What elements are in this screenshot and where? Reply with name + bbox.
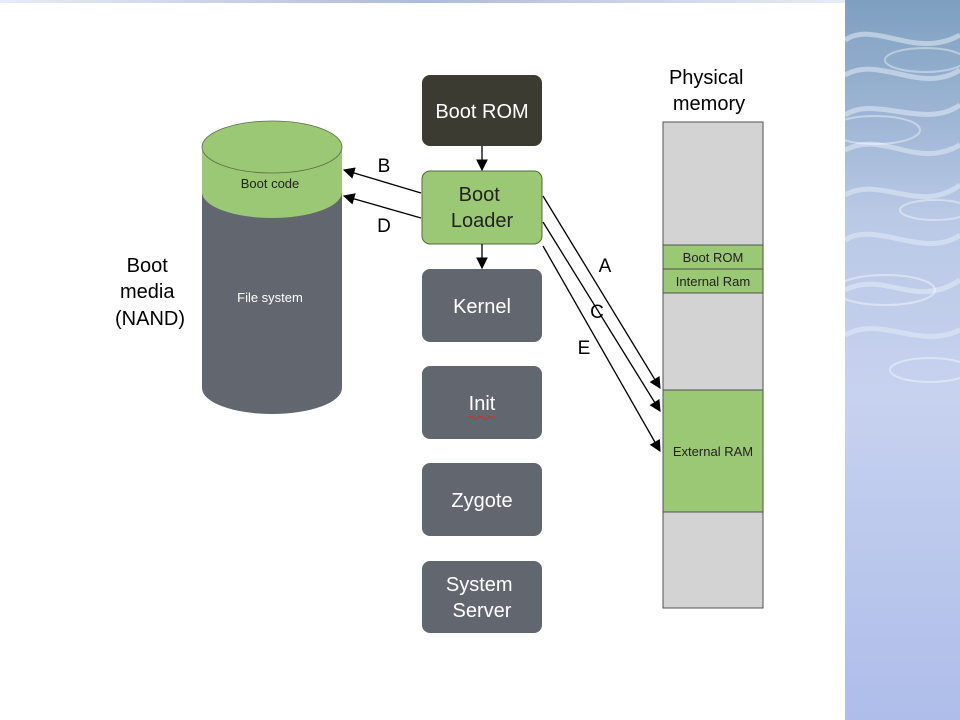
file-system-label: File system (237, 290, 303, 305)
top-divider-line (0, 0, 845, 3)
arrow-a (542, 195, 661, 389)
arrow-a-label: A (599, 256, 612, 277)
mem-external-ram (662, 389, 764, 513)
boot-sequence-diagram: Boot code File system Boot media (NAND) … (115, 67, 764, 633)
init-label: Init (469, 393, 496, 415)
mem-external-ram-label: External RAM (673, 444, 753, 459)
kernel-label: Kernel (453, 296, 511, 318)
boot-loader-label: Boot Loader (451, 184, 514, 232)
arrow-b-label: B (378, 156, 391, 177)
arrow-c-label: C (590, 302, 604, 323)
arrow-d-label: D (377, 216, 391, 237)
boot-code-label: Boot code (241, 176, 300, 191)
water-ripple-pattern (845, 31, 960, 383)
arrow-c (542, 221, 661, 412)
boot-rom-box: Boot ROM (422, 75, 542, 146)
cylinder-top (201, 120, 343, 174)
arrow-b (342, 167, 422, 194)
mem-boot-rom (662, 244, 764, 270)
boot-loader-box: Boot Loader (421, 170, 543, 245)
boot-rom-label: Boot ROM (435, 101, 528, 123)
boot-media-label: Boot media (NAND) (115, 255, 185, 330)
physical-memory-title: Physical memory (669, 67, 749, 115)
arrow-d (342, 193, 422, 219)
system-server-box: System Server (422, 561, 542, 633)
spellcheck-squiggle (467, 415, 494, 421)
physical-memory-column: Boot ROM Internal Ram External RAM (662, 121, 764, 609)
zygote-box: Zygote (422, 463, 542, 536)
zygote-label: Zygote (451, 490, 512, 512)
arrow-e (542, 245, 661, 453)
boot-media-cylinder: Boot code File system (201, 120, 343, 414)
mem-internal-ram-label: Internal Ram (676, 274, 750, 289)
arrow-e-label: E (578, 338, 591, 359)
decorative-sidebar (845, 0, 960, 720)
kernel-box: Kernel (422, 269, 542, 342)
init-box: Init (422, 366, 542, 439)
system-server-label: System Server (446, 574, 518, 622)
mem-boot-rom-label: Boot ROM (683, 250, 744, 265)
mem-internal-ram (662, 268, 764, 294)
